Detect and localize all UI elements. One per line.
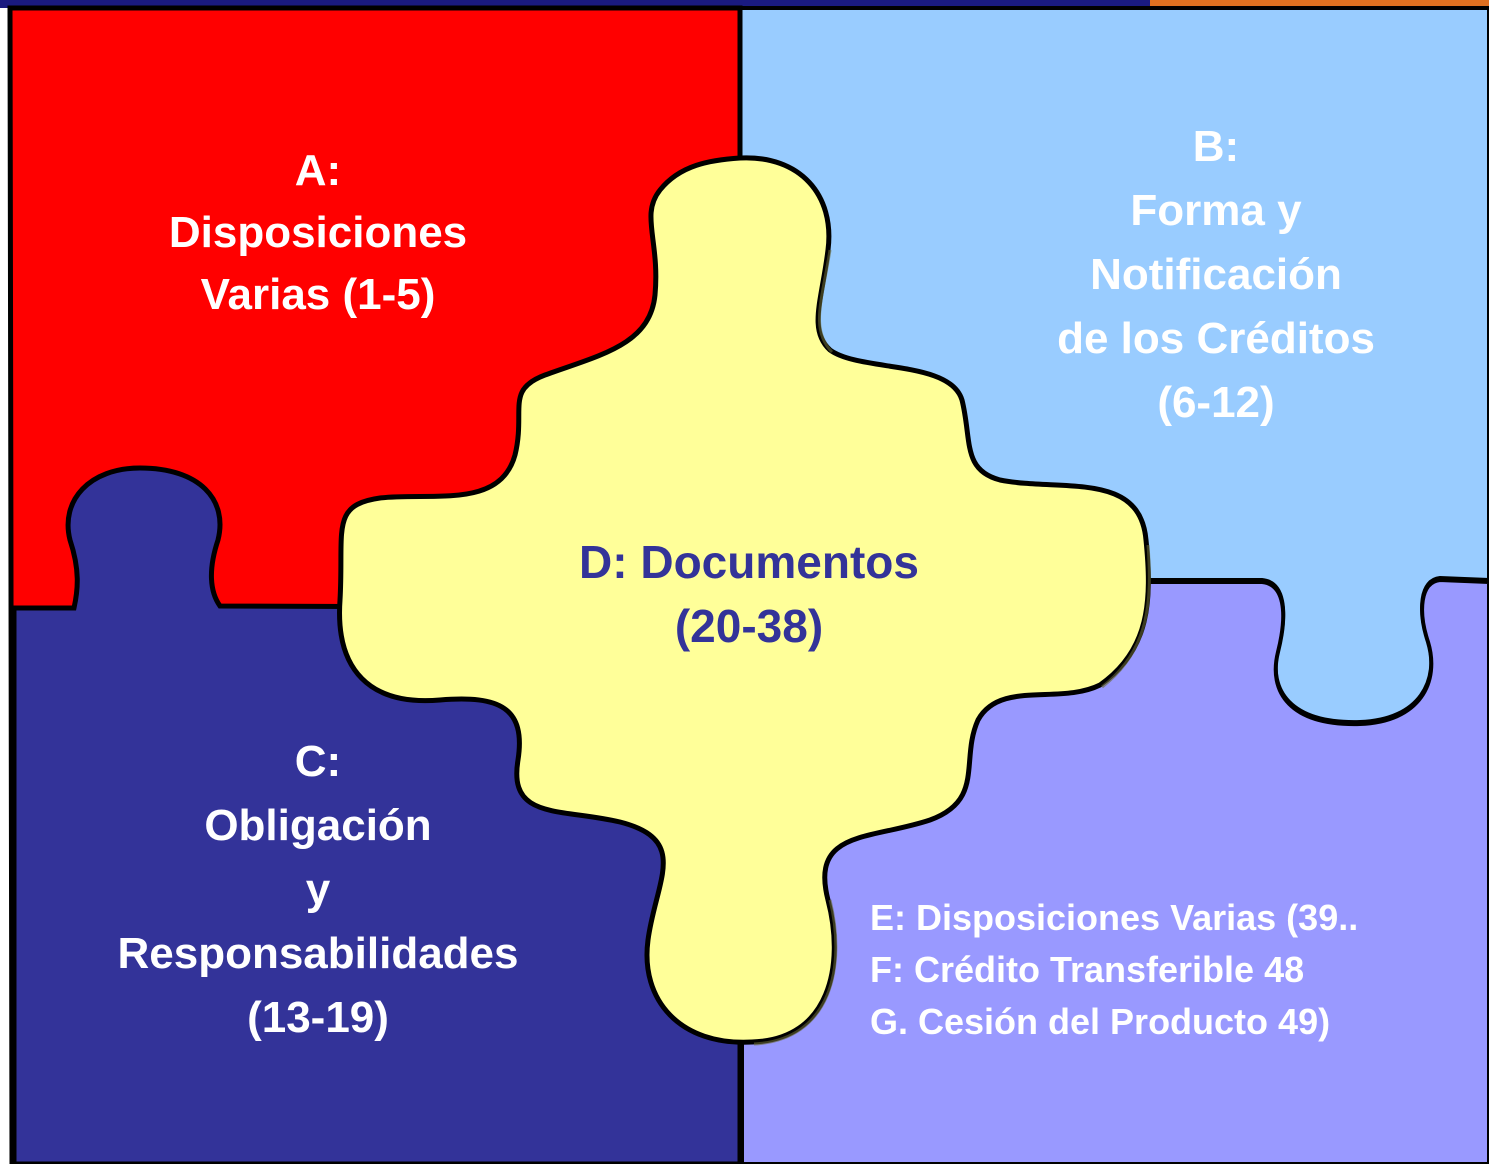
piece-b-line-5: (6-12): [1157, 378, 1275, 427]
piece-d-shadow: [753, 249, 1151, 1046]
piece-e-line-3: G. Cesión del Producto 49): [870, 1001, 1331, 1042]
piece-b-line-3: Notificación: [1090, 250, 1342, 299]
piece-e-label: E: Disposiciones Varias (39.. F: Crédito…: [870, 892, 1358, 1048]
piece-a-line-1: A:: [294, 146, 342, 195]
piece-c-line-1: C:: [294, 737, 342, 786]
piece-d-label: D: Documentos (20-38): [579, 530, 919, 658]
piece-c-line-4: Responsabilidades: [117, 929, 519, 978]
piece-b-line-4: de los Créditos: [1057, 314, 1375, 363]
top-bar: [0, 0, 1489, 8]
piece-e-line-2: F: Crédito Transferible 48: [870, 949, 1305, 990]
piece-d: [337, 155, 1151, 1045]
piece-c-line-2: Obligación: [204, 801, 432, 850]
piece-c-line-3: y: [305, 865, 331, 914]
piece-a-line-3: Varias (1-5): [200, 270, 436, 319]
piece-b-label: B: Forma y Notificación de los Créditos …: [1057, 115, 1375, 435]
top-bar-accent: [1150, 0, 1489, 6]
piece-a-label: A: Disposiciones Varias (1-5): [169, 140, 467, 326]
piece-e-line-1: E: Disposiciones Varias (39..: [870, 897, 1359, 938]
piece-c-label: C: Obligación y Responsabilidades (13-19…: [117, 730, 518, 1050]
piece-b-line-1: B:: [1192, 122, 1240, 171]
piece-d-line-1: D: Documentos: [579, 536, 919, 588]
piece-d-line-2: (20-38): [674, 600, 824, 652]
piece-c-line-5: (13-19): [247, 993, 389, 1042]
piece-b-line-2: Forma y: [1130, 186, 1302, 235]
piece-a-line-2: Disposiciones: [168, 208, 468, 257]
